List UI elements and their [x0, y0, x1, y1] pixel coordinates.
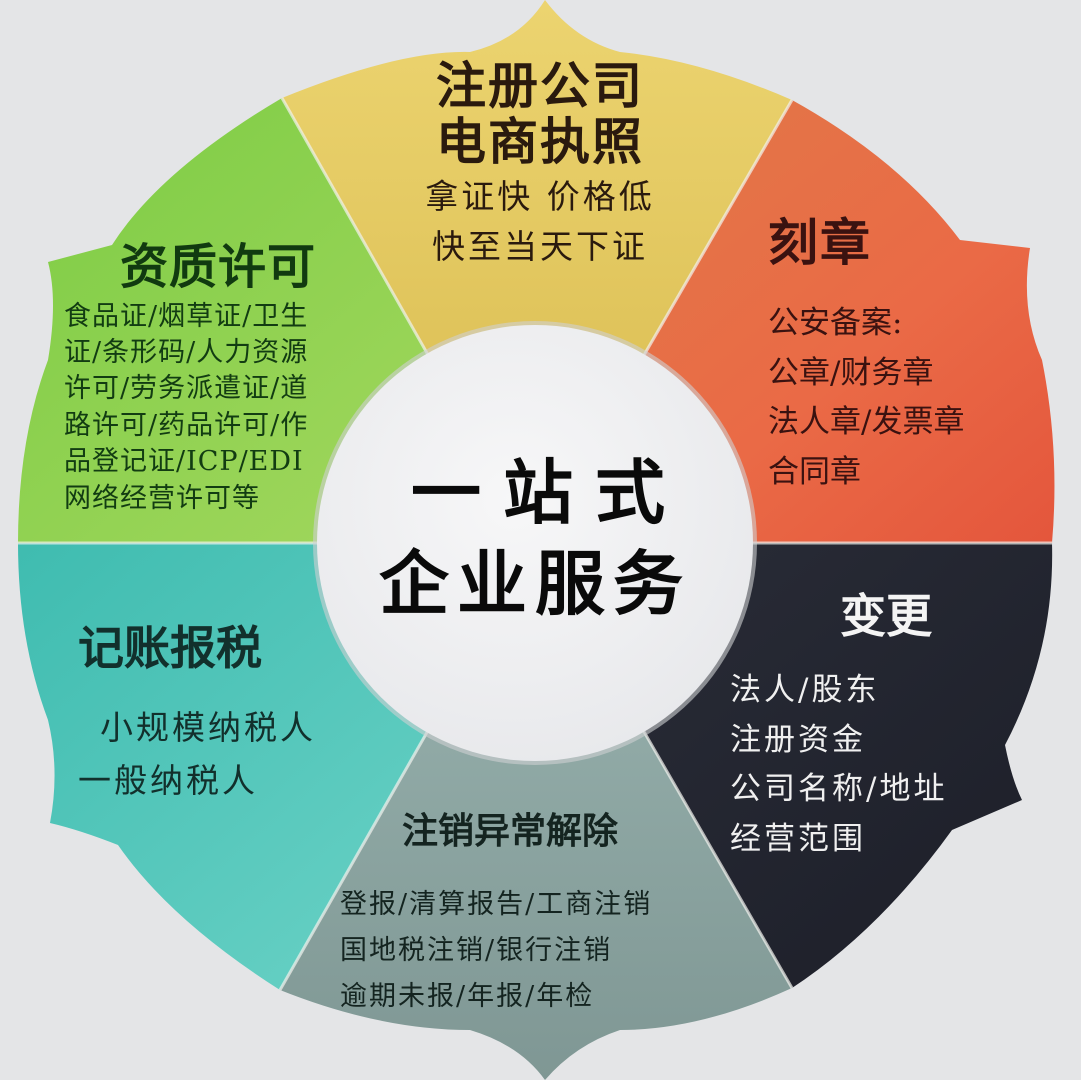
segment-item: 证/条形码/人力资源: [64, 336, 309, 368]
segment-title: 资质许可: [120, 239, 317, 295]
segment-cancellation-text: 注销异常解除 登报/清算报告/工商注销 国地税注销/银行注销 逾期未报/年报/年…: [340, 810, 652, 1020]
segment-cancellation: [280, 543, 792, 1080]
segment-item: 公章/财务章: [768, 354, 934, 391]
segment-title: 记账报税: [78, 621, 262, 675]
segment-item: 品登记证/ICP/EDI: [64, 446, 304, 478]
segment-qualification-text: 资质许可 食品证/烟草证/卫生 证/条形码/人力资源 许可/劳务派遣证/道 路许…: [64, 238, 316, 517]
segment-item: 登报/清算报告/工商注销: [340, 888, 653, 920]
segment-item: 一般纳税人: [78, 760, 258, 800]
segment-title: 电商执照: [436, 112, 644, 171]
segment-item: 许可/劳务派遣证/道: [64, 373, 309, 405]
segment-item: 公司名称/地址: [730, 771, 948, 808]
segment-seal-text: 刻章 公安备案: 公章/财务章 法人章/发票章 合同章: [768, 212, 964, 497]
center-title-line1: 一站式: [411, 451, 687, 534]
segment-item: 合同章: [768, 453, 861, 490]
segment-item: 快至当天下证: [432, 226, 648, 266]
segment-title: 变更: [840, 589, 932, 643]
segment-item: 逾期未报/年报/年检: [340, 980, 595, 1012]
segment-item: 路许可/药品许可/作: [64, 409, 309, 441]
segment-item: 拿证快 价格低: [425, 177, 655, 216]
segment-item: 网络经营许可等: [64, 482, 260, 514]
segment-item: 法人章/发票章: [768, 404, 965, 441]
segment-item: 小规模纳税人: [100, 708, 316, 748]
center-title-line2: 企业服务: [379, 542, 691, 626]
segment-change-text: 变更 法人/股东 注册资金 公司名称/地址 经营范围: [730, 588, 947, 864]
segment-item: 食品证/烟草证/卫生: [64, 300, 309, 332]
center-title: 一站式 企业服务: [330, 450, 740, 627]
segment-item: 国地税注销/银行注销: [340, 934, 613, 966]
segment-title: 注销异常解除: [402, 810, 619, 852]
segment-title: 刻章: [768, 213, 872, 272]
segment-item: 注册资金: [730, 721, 866, 758]
segment-bookkeeping-text: 记账报税 小规模纳税人 一般纳税人: [78, 620, 316, 808]
segment-item: 经营范围: [730, 820, 866, 857]
segment-registration-text: 注册公司 电商执照 拿证快 价格低 快至当天下证: [410, 58, 670, 271]
segment-item: 公安备案:: [768, 305, 903, 341]
segment-item: 法人/股东: [730, 672, 880, 709]
segment-title: 注册公司: [436, 56, 644, 115]
segment-registration: [282, 0, 792, 543]
